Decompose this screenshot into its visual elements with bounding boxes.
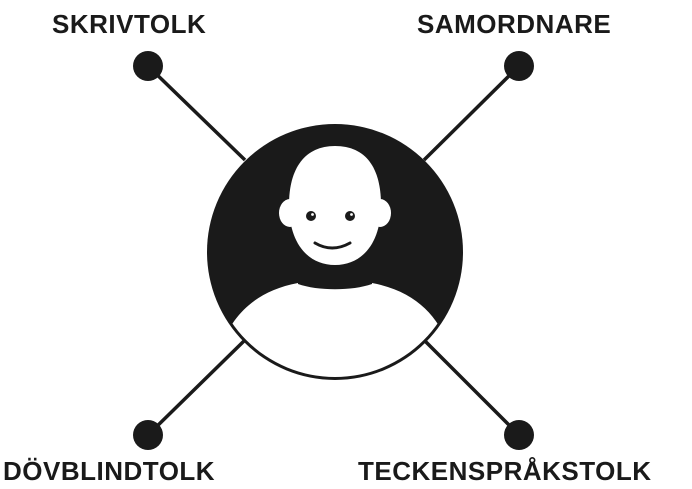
connector-line-bottom-right — [422, 338, 521, 437]
person-avatar-icon — [207, 124, 463, 380]
label-dovblindtolk: DÖVBLINDTOLK — [3, 456, 216, 486]
node-dot-bottom-left — [133, 420, 163, 450]
label-samordnare: SAMORDNARE — [417, 9, 612, 39]
label-skrivtolk: SKRIVTOLK — [52, 9, 207, 39]
node-dot-top-left — [133, 51, 163, 81]
node-dot-bottom-right — [504, 420, 534, 450]
connector-line-top-left — [146, 64, 247, 162]
connector-line-top-right — [422, 64, 521, 162]
node-dot-top-right — [504, 51, 534, 81]
label-teckensprakstolk: TECKENSPRÅKSTOLK — [358, 456, 652, 486]
connector-line-bottom-left — [146, 338, 247, 437]
